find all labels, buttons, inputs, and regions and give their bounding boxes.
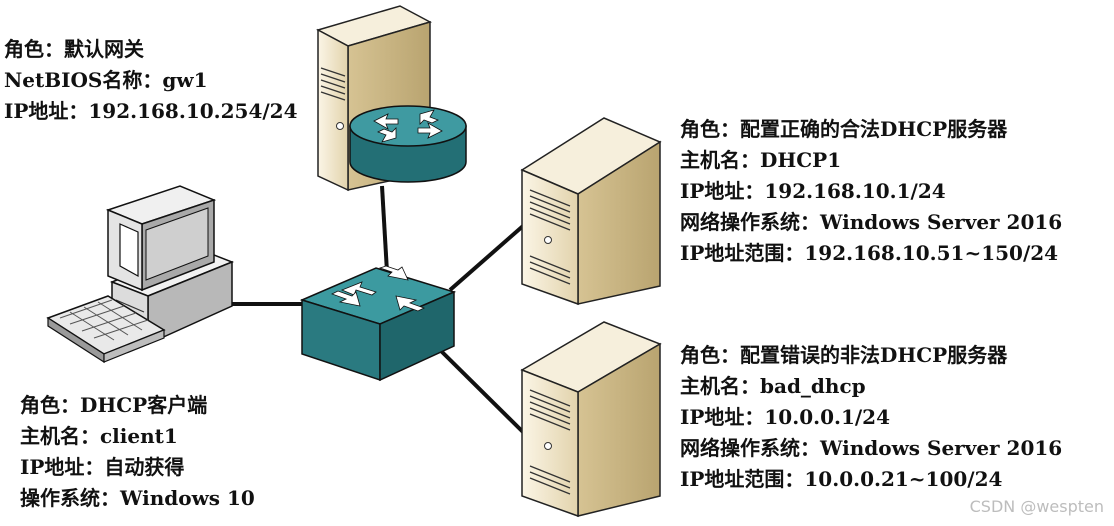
client-os: 操作系统：Windows 10 <box>20 486 255 510</box>
bad-dhcp-hostname: 主机名：bad_dhcp <box>680 374 866 398</box>
link-bad-dhcp-switch <box>432 342 525 434</box>
client-role: 角色：DHCP客户端 <box>20 393 208 417</box>
gateway-ip-address: IP地址：192.168.10.254/24 <box>4 99 298 123</box>
dhcp1-hostname: 主机名：DHCP1 <box>680 148 842 172</box>
gateway-info: 角色：默认网关 NetBIOS名称：gw1 IP地址：192.168.10.25… <box>4 34 298 127</box>
bad-dhcp-role: 角色：配置错误的非法DHCP服务器 <box>680 343 1008 367</box>
switch-icon <box>299 265 457 382</box>
link-dhcp1-switch <box>448 224 525 292</box>
client-info: 角色：DHCP客户端 主机名：client1 IP地址：自动获得 操作系统：Wi… <box>20 390 255 514</box>
client-hostname: 主机名：client1 <box>20 424 178 448</box>
bad-dhcp-server-icon <box>520 321 662 518</box>
client-ip-address: IP地址：自动获得 <box>20 455 185 479</box>
bad-dhcp-ip-range: IP地址范围：10.0.0.21~100/24 <box>680 467 1003 491</box>
gateway-role: 角色：默认网关 <box>4 37 144 61</box>
dhcp1-os: 网络操作系统：Windows Server 2016 <box>680 210 1063 234</box>
connection-lines <box>232 185 525 434</box>
gateway-netbios-name: NetBIOS名称：gw1 <box>4 68 208 92</box>
bad-dhcp-os: 网络操作系统：Windows Server 2016 <box>680 436 1063 460</box>
router-icon <box>349 105 467 183</box>
dhcp1-role: 角色：配置正确的合法DHCP服务器 <box>680 117 1008 141</box>
gateway-server-icon <box>316 5 432 192</box>
dhcp1-ip-range: IP地址范围：192.168.10.51~150/24 <box>680 241 1059 265</box>
bad-dhcp-ip-address: IP地址：10.0.0.1/24 <box>680 405 890 429</box>
dhcp1-server-icon <box>520 117 662 306</box>
link-gateway-switch <box>380 185 389 273</box>
dhcp1-ip-address: IP地址：192.168.10.1/24 <box>680 179 946 203</box>
client-pc-icon <box>46 185 235 364</box>
dhcp1-info: 角色：配置正确的合法DHCP服务器 主机名：DHCP1 IP地址：192.168… <box>680 114 1062 269</box>
bad-dhcp-info: 角色：配置错误的非法DHCP服务器 主机名：bad_dhcp IP地址：10.0… <box>680 340 1062 495</box>
watermark: CSDN @wespten <box>969 497 1104 516</box>
